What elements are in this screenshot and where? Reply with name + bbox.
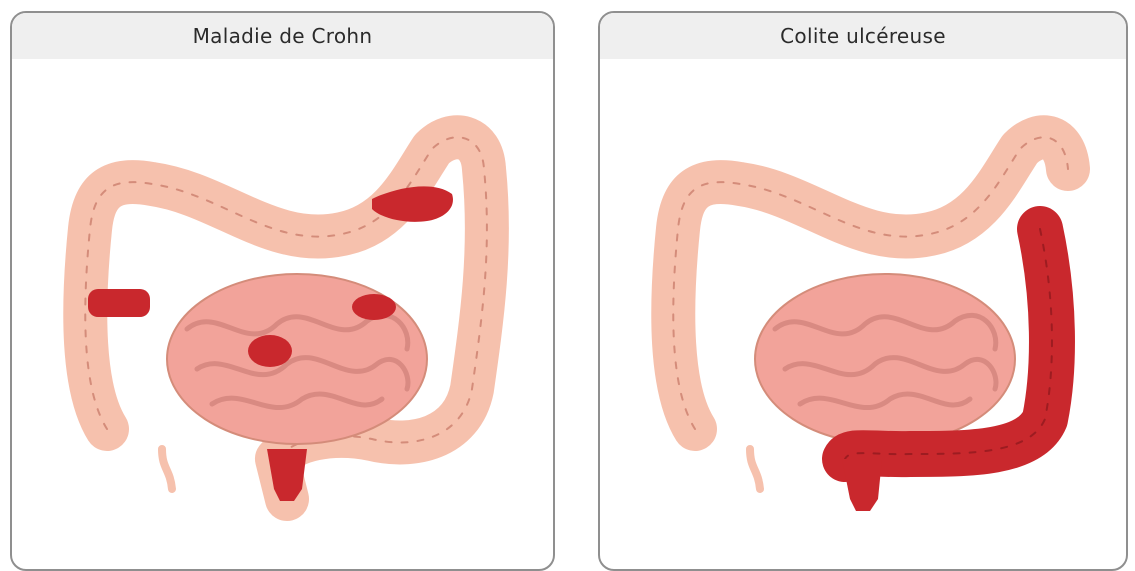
crohn-diagram xyxy=(12,59,553,571)
colitis-diagram xyxy=(600,59,1126,571)
crohn-panel: Maladie de Crohn xyxy=(10,11,555,571)
panel-title: Colite ulcéreuse xyxy=(600,13,1126,59)
panel-title: Maladie de Crohn xyxy=(12,13,553,59)
small-intestine xyxy=(755,274,1015,444)
colitis-panel: Colite ulcéreuse xyxy=(598,11,1128,571)
intestine-illustration xyxy=(600,59,1128,571)
intestine-illustration xyxy=(12,59,555,571)
